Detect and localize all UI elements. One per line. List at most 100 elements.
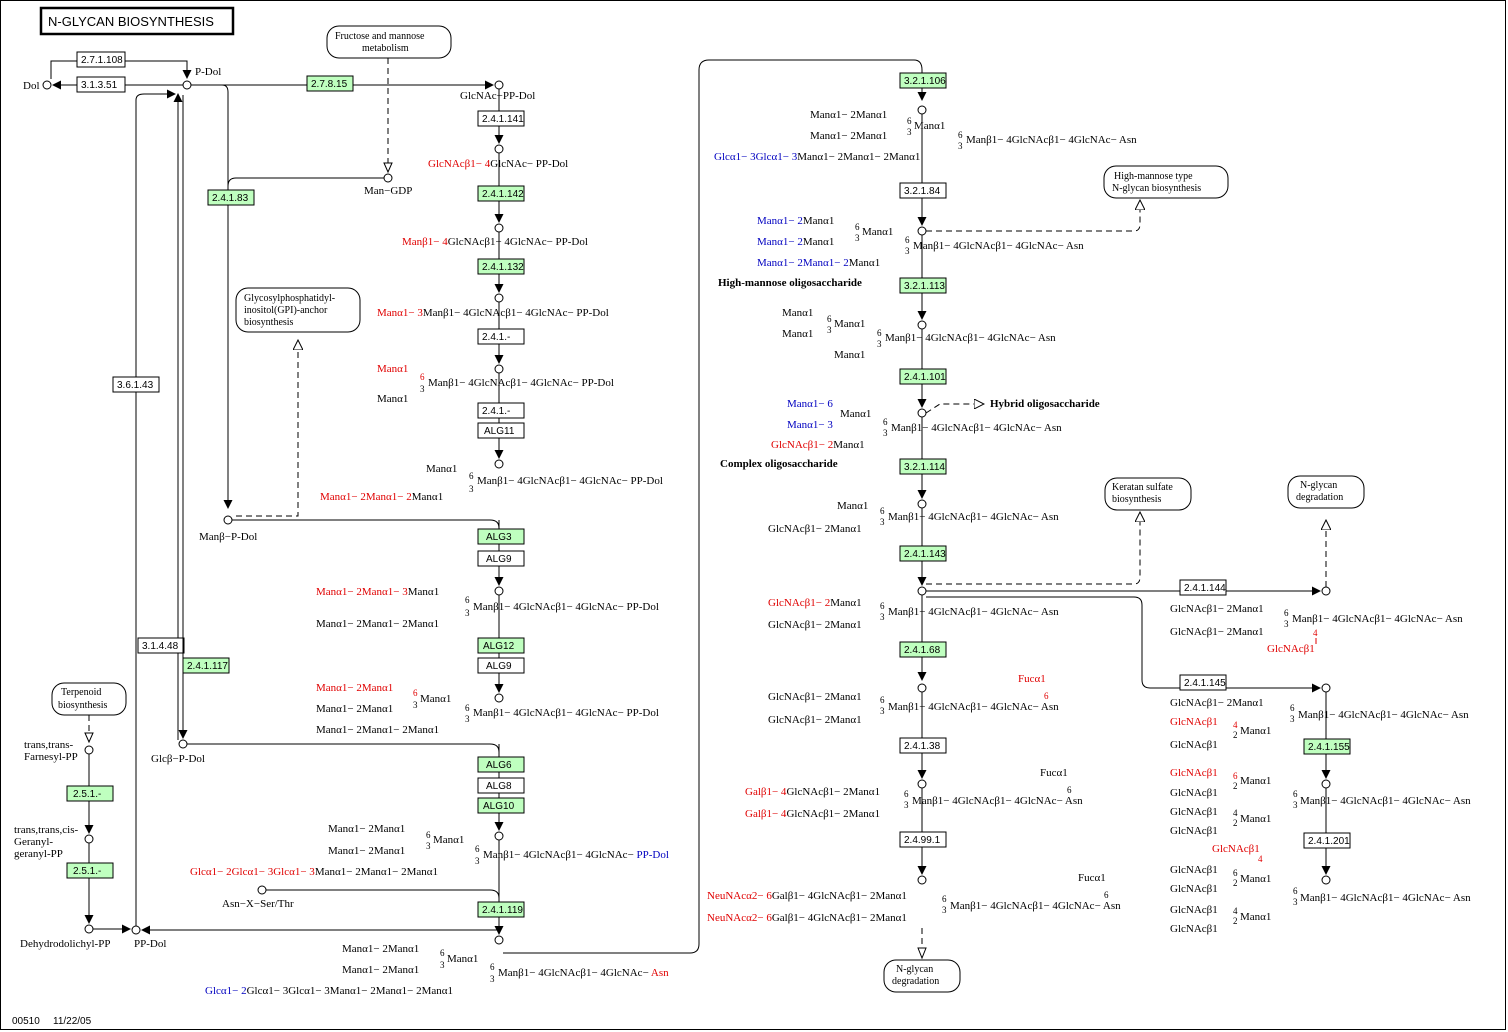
enzyme-box[interactable]: ALG6 (477, 756, 525, 773)
svg-text:ALG6: ALG6 (486, 760, 512, 771)
svg-text:4: 4 (1233, 906, 1238, 916)
enzyme-box[interactable]: ALG9 (477, 657, 525, 674)
map-link-keratan-sulfate[interactable]: Keratan sulfate biosynthesis (1104, 477, 1192, 511)
enzyme-box[interactable]: 2.4.1.144 (1179, 579, 1227, 596)
svg-text:6: 6 (490, 962, 495, 972)
svg-text:3: 3 (1290, 714, 1295, 724)
enzyme-box[interactable]: 2.4.1.- (477, 328, 525, 345)
svg-text:6: 6 (469, 471, 474, 481)
enzyme-box[interactable]: 2.4.1.101 (899, 368, 947, 385)
compound-man-p-dol[interactable]: Manβ−P-Dol (199, 531, 257, 543)
svg-text:6: 6 (883, 417, 888, 427)
svg-text:Manα1: Manα1 (426, 463, 457, 475)
compound-node[interactable] (257, 885, 267, 895)
enzyme-box[interactable]: 2.4.1.117 (182, 657, 230, 674)
compound-node[interactable] (84, 924, 94, 934)
map-link-terpenoid[interactable]: Terpenoid biosynthesis (51, 682, 127, 716)
compound-node[interactable] (494, 80, 504, 90)
enzyme-box[interactable]: 2.4.1.141 (477, 110, 525, 127)
map-link-n-glycan-degradation-2[interactable]: N-glycan degradation (883, 959, 961, 993)
enzyme-box[interactable]: 2.7.1.108 (76, 51, 126, 68)
compound-node[interactable] (178, 739, 188, 749)
map-link-fructose-mannose[interactable]: Fructose and mannose metabolism (326, 25, 452, 59)
svg-text:GlcNAcβ1− 2Manα1: GlcNAcβ1− 2Manα1 (1170, 603, 1264, 615)
enzyme-box[interactable]: 2.4.1.201 (1303, 832, 1351, 849)
map-link-high-mannose[interactable]: High-mannose type N-glycan biosynthesis (1103, 165, 1229, 199)
compound-node[interactable] (383, 173, 393, 183)
enzyme-box[interactable]: ALG11 (477, 422, 525, 439)
enzyme-box[interactable]: ALG8 (477, 777, 525, 794)
compound-farnesyl[interactable]: trans,trans- (24, 739, 74, 751)
enzyme-box[interactable]: 2.4.1.145 (1179, 674, 1227, 691)
svg-text:GlcNAcβ1: GlcNAcβ1 (1170, 883, 1218, 895)
svg-text:Glycosylphosphatidyl-: Glycosylphosphatidyl- (244, 293, 335, 304)
svg-text:4: 4 (1233, 808, 1238, 818)
svg-text:Manβ1− 4GlcNAcβ1− 4GlcNAc− PP-: Manβ1− 4GlcNAcβ1− 4GlcNAc− PP-Dol (402, 236, 588, 248)
compound-pp-dol[interactable]: PP-Dol (134, 938, 166, 950)
compound-man-gdp[interactable]: Man−GDP (364, 185, 412, 197)
compound-glc-p-dol[interactable]: Glcβ−P-Dol (151, 753, 205, 765)
svg-text:Manα1: Manα1 (1240, 775, 1271, 787)
map-link-n-glycan-degradation[interactable]: N-glycan degradation (1287, 475, 1365, 509)
enzyme-box[interactable]: 2.4.1.83 (207, 189, 255, 206)
enzyme-box[interactable]: ALG12 (477, 637, 525, 654)
svg-text:Terpenoid: Terpenoid (61, 687, 101, 698)
enzyme-box[interactable]: 2.4.1.143 (899, 545, 947, 562)
enzyme-box[interactable]: 3.1.3.51 (76, 76, 126, 93)
svg-text:2.4.1.38: 2.4.1.38 (904, 741, 941, 752)
svg-text:ALG10: ALG10 (483, 801, 515, 812)
enzyme-box[interactable]: ALG9 (477, 550, 525, 567)
enzyme-box[interactable]: 2.4.1.68 (899, 641, 947, 658)
svg-text:3: 3 (880, 706, 885, 716)
svg-text:3: 3 (883, 428, 888, 438)
svg-text:6: 6 (475, 844, 480, 854)
svg-text:Manα1− 2Manα1: Manα1− 2Manα1 (328, 823, 405, 835)
compound-geranylgeranyl[interactable]: trans,trans,cis- (14, 824, 78, 836)
svg-text:Manα1: Manα1 (447, 953, 478, 965)
enzyme-box[interactable]: 3.6.1.43 (112, 376, 160, 393)
compound-glcnac-pp-dol[interactable]: GlcNAc−PP-Dol (460, 90, 535, 102)
compound-node[interactable] (84, 745, 94, 755)
svg-text:Galβ1− 4GlcNAcβ1− 2Manα1: Galβ1− 4GlcNAcβ1− 2Manα1 (745, 786, 880, 798)
svg-text:3: 3 (426, 841, 431, 851)
enzyme-box[interactable]: 2.4.1.119 (477, 901, 525, 918)
compound-node[interactable] (42, 80, 52, 90)
enzyme-box[interactable]: 2.4.1.155 (1303, 738, 1351, 755)
enzyme-box[interactable]: 2.4.1.142 (477, 185, 525, 202)
enzyme-box[interactable]: 2.7.8.15 (306, 75, 354, 92)
enzyme-box[interactable]: 3.2.1.84 (899, 182, 947, 199)
compound-node[interactable] (84, 834, 94, 844)
processing-column: 3.2.1.106 Manα1− 2Manα1 6 3 Manα1 Manα1−… (707, 72, 1471, 993)
svg-text:Manα1− 2Manα1: Manα1− 2Manα1 (342, 964, 419, 976)
svg-text:3: 3 (905, 246, 910, 256)
svg-text:6: 6 (907, 116, 912, 126)
enzyme-box[interactable]: 2.4.1.132 (477, 258, 525, 275)
compound-dehydrodolichyl-pp[interactable]: Dehydrodolichyl-PP (20, 938, 110, 950)
enzyme-box[interactable]: 2.4.1.38 (899, 737, 947, 754)
enzyme-box[interactable]: 2.4.99.1 (899, 831, 947, 848)
enzyme-box[interactable]: 3.2.1.113 (899, 277, 947, 294)
enzyme-box[interactable]: ALG3 (477, 528, 525, 545)
svg-text:Manβ1− 4GlcNAcβ1− 4GlcNAc− Asn: Manβ1− 4GlcNAcβ1− 4GlcNAc− Asn (498, 967, 669, 979)
svg-text:Manα1− 2Manα1− 2Manα1: Manα1− 2Manα1− 2Manα1 (316, 618, 439, 630)
enzyme-box[interactable]: ALG10 (477, 797, 525, 814)
compound-node[interactable] (131, 925, 141, 935)
map-date: 11/22/05 (53, 1016, 92, 1027)
compound-node[interactable] (182, 80, 192, 90)
svg-text:3: 3 (475, 856, 480, 866)
svg-text:Manα1− 2Manα1− 3Manα1: Manα1− 2Manα1− 3Manα1 (316, 586, 439, 598)
compound-dol[interactable]: Dol (23, 80, 40, 92)
compound-asn-x-ser-thr[interactable]: Asn−X−Ser/Thr (222, 898, 294, 910)
svg-text:Manα1: Manα1 (1240, 725, 1271, 737)
enzyme-box[interactable]: 2.4.1.- (477, 402, 525, 419)
map-link-gpi-anchor[interactable]: Glycosylphosphatidyl- inositol(GPI)-anch… (235, 287, 361, 333)
enzyme-box[interactable]: 3.2.1.114 (899, 458, 947, 475)
enzyme-box[interactable]: 2.5.1.- (66, 862, 114, 879)
svg-text:GlcNAcβ1: GlcNAcβ1 (1212, 843, 1260, 855)
compound-node[interactable] (223, 515, 233, 525)
enzyme-box[interactable]: 2.5.1.- (66, 785, 114, 802)
svg-text:Glcα1− 2Glcα1− 3Glcα1− 3Manα1−: Glcα1− 2Glcα1− 3Glcα1− 3Manα1− 2Manα1− 2… (205, 985, 453, 997)
enzyme-box[interactable]: 3.1.4.48 (137, 637, 185, 654)
enzyme-box[interactable]: 3.2.1.106 (899, 72, 947, 89)
compound-p-dol[interactable]: P-Dol (195, 66, 221, 78)
